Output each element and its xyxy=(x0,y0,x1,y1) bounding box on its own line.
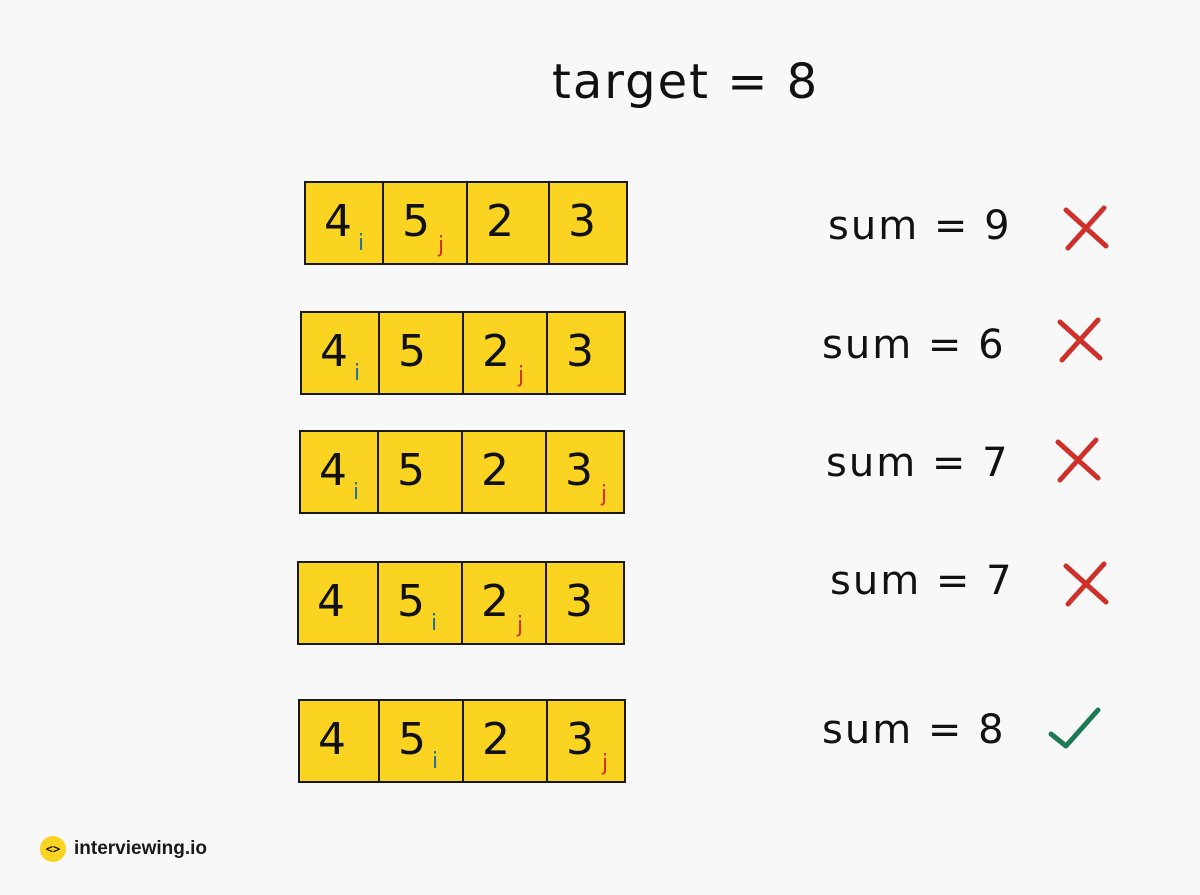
pointer-j: j xyxy=(438,233,445,258)
cell-value: 5 xyxy=(398,714,426,765)
sum-label: sum = 7 xyxy=(830,558,1014,604)
sum-label: sum = 7 xyxy=(826,440,1010,486)
pointer-i: i xyxy=(431,611,438,636)
array-cell: 3 xyxy=(550,183,626,263)
pointer-i: i xyxy=(432,749,439,774)
cell-value: 3 xyxy=(565,445,593,496)
pointer-j: j xyxy=(518,363,525,388)
cell-value: 5 xyxy=(397,445,425,496)
sum-label: sum = 8 xyxy=(822,707,1006,753)
pointer-i: i xyxy=(354,361,361,386)
cell-value: 4 xyxy=(319,445,347,496)
array-cell: 2 xyxy=(468,183,550,263)
cross-mark-icon xyxy=(1055,437,1101,483)
diagram-title: target = 8 xyxy=(552,54,820,110)
cell-value: 2 xyxy=(482,326,510,377)
sum-label: sum = 6 xyxy=(822,322,1006,368)
code-brackets-icon: <> xyxy=(40,836,66,862)
cross-mark-icon xyxy=(1057,317,1103,363)
sum-label: sum = 9 xyxy=(828,203,1012,249)
array-cell: 4 xyxy=(299,563,379,643)
cell-value: 2 xyxy=(481,576,509,627)
cell-value: 4 xyxy=(318,714,346,765)
array-cell: 2 xyxy=(464,701,548,781)
cell-value: 2 xyxy=(486,196,514,247)
brand-name: interviewing.io xyxy=(74,838,208,859)
array-cell: 5 xyxy=(379,432,463,512)
pointer-i: i xyxy=(353,480,360,505)
array-cell: 5 xyxy=(380,313,464,393)
cross-mark-icon xyxy=(1063,561,1109,607)
pointer-j: j xyxy=(602,751,609,776)
pointer-j: j xyxy=(601,482,608,507)
cell-value: 4 xyxy=(324,196,352,247)
cell-value: 5 xyxy=(398,326,426,377)
brand-logo: <> interviewing.io xyxy=(40,836,207,862)
pointer-i: i xyxy=(358,231,365,256)
cell-value: 3 xyxy=(565,576,593,627)
array-cell: 4 xyxy=(300,701,380,781)
check-mark-icon xyxy=(1048,707,1101,749)
cell-value: 3 xyxy=(568,196,596,247)
array-cell: 3 xyxy=(548,313,624,393)
array-cell: 3 xyxy=(547,563,623,643)
cell-value: 2 xyxy=(481,445,509,496)
array-cell: 2 xyxy=(463,432,547,512)
cell-value: 5 xyxy=(402,196,430,247)
cell-value: 5 xyxy=(397,576,425,627)
cell-value: 4 xyxy=(320,326,348,377)
cell-value: 4 xyxy=(317,576,345,627)
cell-value: 2 xyxy=(482,714,510,765)
pointer-j: j xyxy=(517,613,524,638)
cell-value: 3 xyxy=(566,326,594,377)
cell-value: 3 xyxy=(566,714,594,765)
cross-mark-icon xyxy=(1063,205,1109,251)
